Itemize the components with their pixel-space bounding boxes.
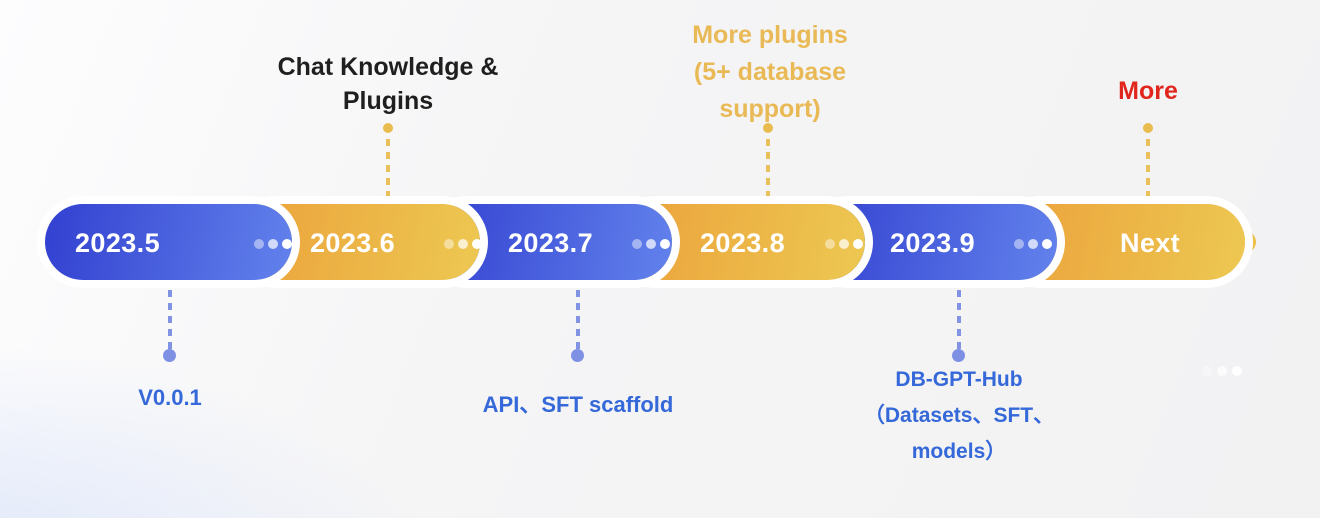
annotation-more-plugins: More plugins (5+ database support) <box>692 21 848 123</box>
dashed-connector-line <box>386 139 390 203</box>
ellipsis-dots-icon <box>1014 239 1052 249</box>
connector-dot-icon <box>163 349 176 362</box>
ellipsis-dots-icon <box>444 239 482 249</box>
ellipsis-dots-icon <box>825 239 863 249</box>
connector-dot-icon <box>383 123 393 133</box>
ellipsis-dots-icon <box>254 239 292 249</box>
timeline-pill-2023-5 <box>45 204 292 280</box>
annotation-v0-0-1: V0.0.1 <box>138 385 202 410</box>
dashed-connector-line <box>168 290 172 350</box>
dashed-connector-line <box>957 290 961 350</box>
pill-label-2023-9: 2023.9 <box>890 228 975 258</box>
pill-label-2023-7: 2023.7 <box>508 228 593 258</box>
connector-dot-icon <box>1143 123 1153 133</box>
connector-dot-icon <box>571 349 584 362</box>
annotation-api-sft-scaffold: API、SFT scaffold <box>482 392 674 417</box>
ellipsis-dots-icon <box>632 239 670 249</box>
dashed-connector-line <box>1146 139 1150 203</box>
connector-dot-icon <box>763 123 773 133</box>
background-ellipsis-dots-icon <box>1202 366 1242 376</box>
pill-label-2023-5: 2023.5 <box>75 228 160 258</box>
pill-label-next: Next <box>1119 228 1181 258</box>
pill-label-2023-6: 2023.6 <box>310 228 395 258</box>
dashed-connector-line <box>576 290 580 350</box>
annotation-more: More <box>1118 77 1178 105</box>
connector-dot-icon <box>952 349 965 362</box>
annotation-db-gpt-hub: DB-GPT-Hub （Datasets、SFT、 models） <box>863 368 1055 463</box>
annotation-chat-knowledge-plugins: Chat Knowledge & Plugins <box>277 53 499 115</box>
dashed-connector-line <box>766 139 770 203</box>
pill-label-2023-8: 2023.8 <box>700 228 785 258</box>
